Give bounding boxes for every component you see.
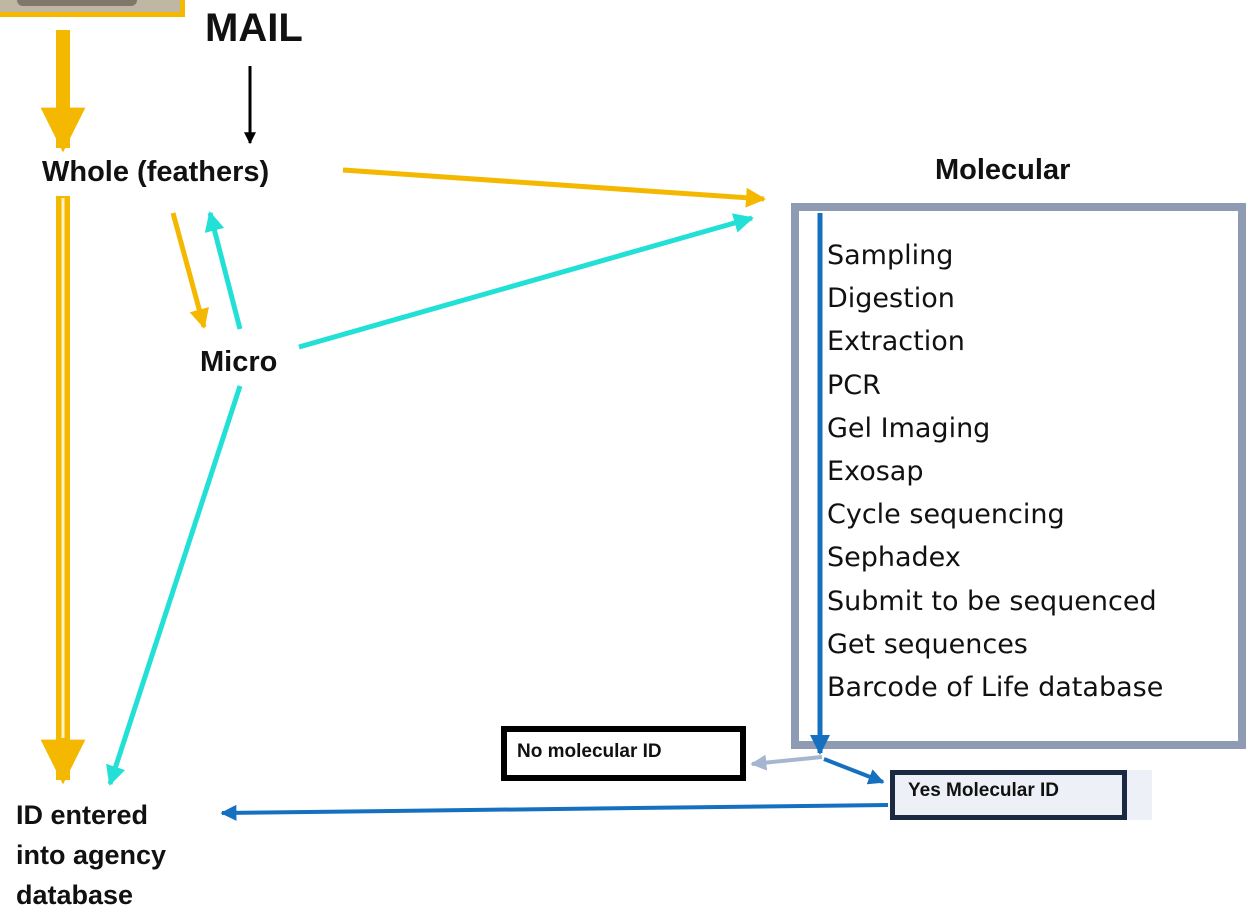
micro-node: Micro [200,346,278,378]
step-item: Submit to be sequenced [827,585,1157,617]
step-item: Barcode of Life database [827,672,1164,704]
no-molecular-id-box: No molecular ID [501,726,746,781]
molecular-steps-box [791,203,1246,749]
step-item: PCR [827,369,881,401]
whole-feathers-node: Whole (feathers) [42,156,270,188]
yes-molecular-id-frame [890,770,1127,820]
specimen-photo [0,0,185,17]
step-item: Extraction [827,326,965,358]
step-item: Gel Imaging [827,412,991,444]
id-entered-line-3: database [16,880,134,910]
arrow-micro-to-molecular [298,213,754,350]
step-item: Get sequences [827,628,1028,660]
id-entered-line-2: into agency [16,840,167,870]
step-item: Sampling [827,240,954,271]
molecular-heading: Molecular [935,154,1071,186]
step-item: Digestion [827,283,955,315]
yes-molecular-id-box: Yes Molecular ID [890,770,1152,820]
photo-content [17,0,137,6]
step-item: Cycle sequencing [827,499,1065,531]
arrow-micro-to-id [106,385,243,786]
arrow-whole-to-molecular [342,167,766,208]
arrow-whole-to-micro [170,212,209,329]
id-entered-line-1: ID entered [16,800,149,830]
arrow-yes-to-id [220,803,889,821]
arrow-micro-to-whole [204,211,243,330]
step-item: Exosap [827,456,924,488]
molecular-steps-list: Sampling Digestion Extraction PCR Gel Im… [827,234,1163,709]
id-entered-node: ID entered into agency database [16,795,166,915]
mail-title: MAIL [205,6,303,50]
arrow-to-no-id [750,754,823,771]
step-item: Sephadex [827,542,961,574]
arrow-to-yes-id [823,757,885,785]
yes-molecular-id-label: Yes Molecular ID [908,780,1060,801]
no-molecular-id-label: No molecular ID [517,741,662,762]
